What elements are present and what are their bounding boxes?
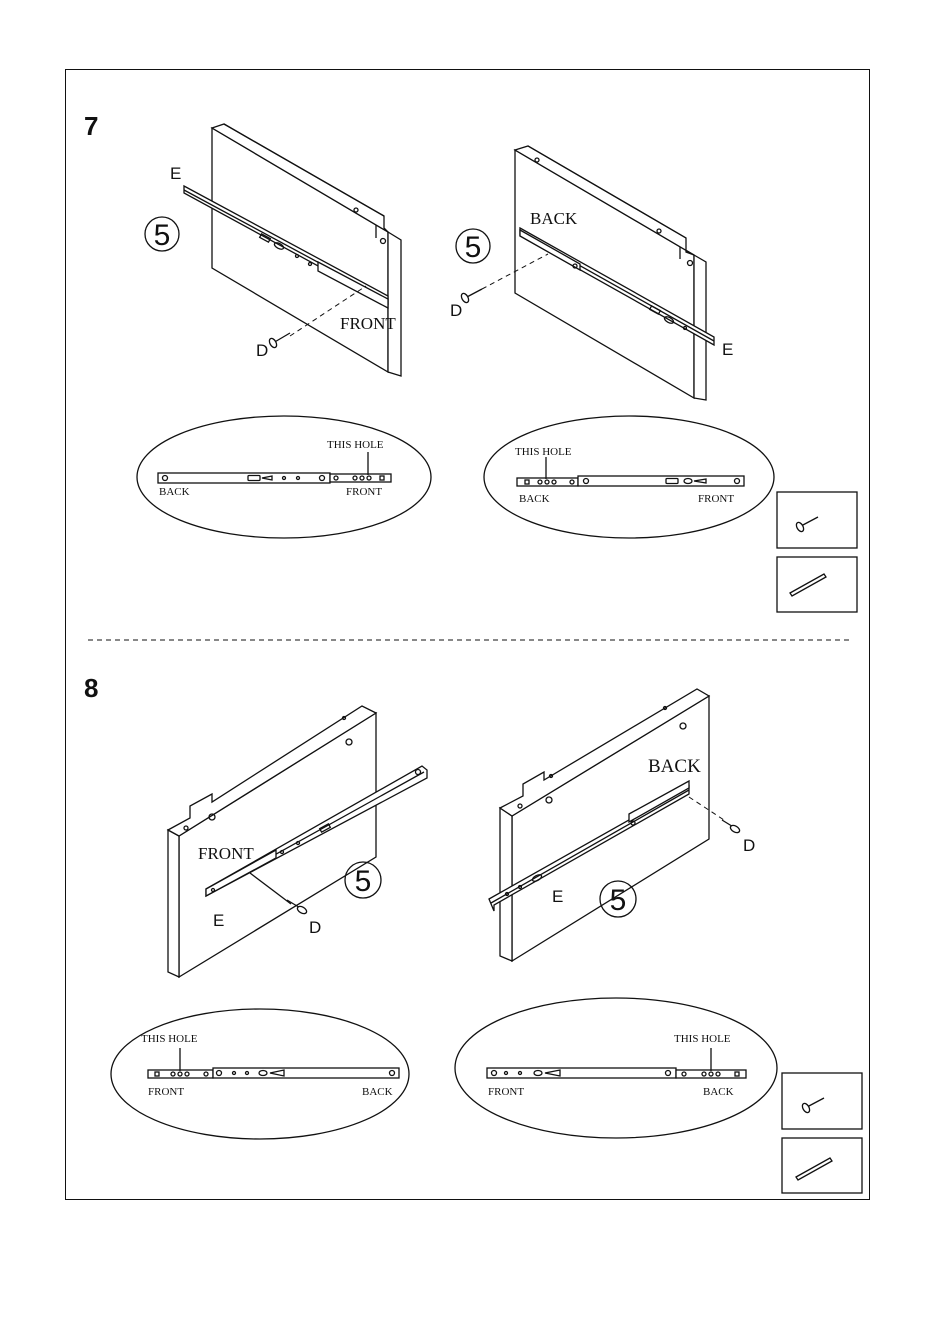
step8-left-panel-label: FRONT: [198, 844, 254, 863]
step8-right-panel-label: BACK: [648, 756, 701, 777]
step7-left-screw-icon: [268, 333, 290, 349]
step8-right-screw-label: D: [743, 836, 755, 855]
step7-right-rail-label: E: [722, 340, 733, 359]
step7-zoom-left-hole-label: THIS HOLE: [327, 439, 384, 451]
step7-zoom-right-hole-label: THIS HOLE: [515, 446, 572, 458]
step8-left-rail-label: E: [213, 911, 224, 930]
step7-right-panel: [515, 146, 706, 400]
step8-zoom-left: [111, 1009, 409, 1139]
step7-zoom-right-end-left: BACK: [519, 493, 550, 505]
step7-zoom-left: [137, 416, 431, 538]
step7-right-screw-icon: [460, 289, 482, 304]
step7-parts-box-rail: [777, 557, 857, 612]
step7-zoom-right-end-right: FRONT: [698, 493, 734, 505]
step7-rail-part-icon: [790, 574, 826, 596]
step7-left-panel: [212, 124, 401, 376]
step7-left-screw-label: D: [256, 341, 268, 360]
step-8-number: 8: [84, 673, 98, 703]
step8-zoom-left-end-right: BACK: [362, 1086, 393, 1098]
step8-zoom-right-hole-label: THIS HOLE: [674, 1033, 731, 1045]
step7-zoom-left-end-left: BACK: [159, 486, 190, 498]
step7-left-rail-label: E: [170, 164, 181, 183]
step8-zoom-right: [455, 998, 777, 1138]
step7-right-panel-label: BACK: [530, 209, 578, 228]
step7-left-part-number: 5: [154, 219, 171, 252]
step-7-number: 7: [84, 111, 98, 141]
step7-right-screw-label: D: [450, 301, 462, 320]
step8-zoom-left-end-left: FRONT: [148, 1086, 184, 1098]
step7-parts-box-screw: [777, 492, 857, 548]
step8-right-part-number: 5: [610, 884, 627, 917]
step8-right-panel: [500, 689, 709, 961]
step8-zoom-left-hole-label: THIS HOLE: [141, 1033, 198, 1045]
step8-rail-part-icon: [796, 1158, 832, 1180]
step7-zoom-right: [484, 416, 774, 538]
step8-left-screw-label: D: [309, 918, 321, 937]
step7-right-part-number: 5: [465, 231, 482, 264]
step8-zoom-right-end-left: FRONT: [488, 1086, 524, 1098]
step8-right-rail-label: E: [552, 887, 563, 906]
step7-zoom-left-end-right: FRONT: [346, 486, 382, 498]
step8-left-part-number: 5: [355, 865, 372, 898]
step8-parts-box-screw: [782, 1073, 862, 1129]
step8-right-screw-icon: [722, 820, 741, 834]
step7-screw-part-icon: [795, 517, 818, 533]
step7-left-panel-label: FRONT: [340, 314, 396, 333]
step8-zoom-right-end-right: BACK: [703, 1086, 734, 1098]
step8-left-panel: [168, 706, 376, 977]
step8-screw-part-icon: [801, 1098, 824, 1114]
